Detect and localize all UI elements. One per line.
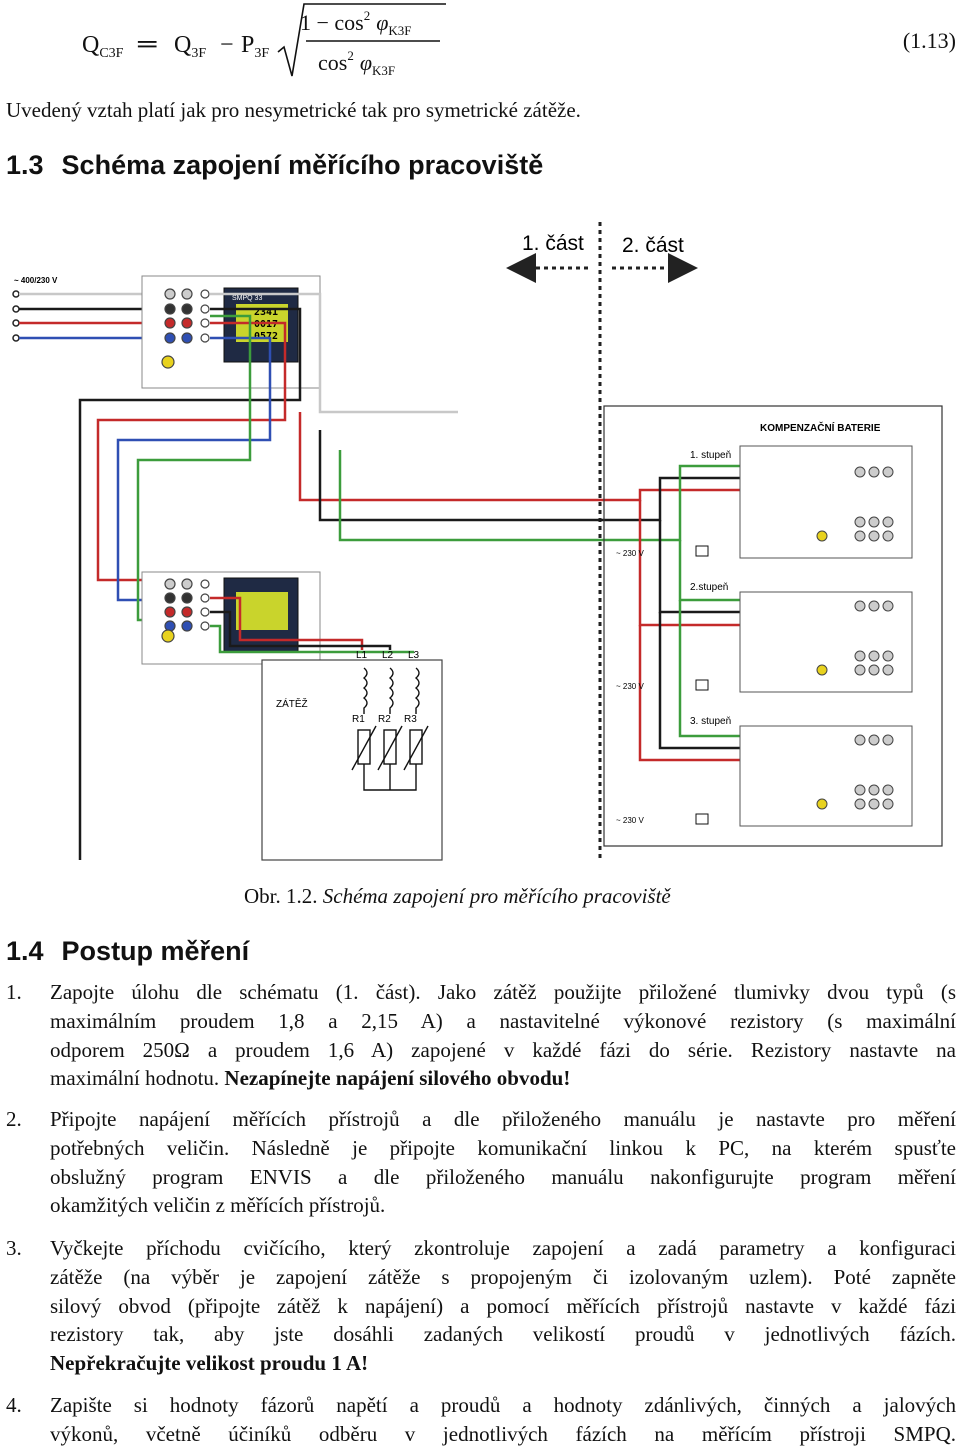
meter2-display — [236, 592, 288, 630]
eq-p3f: P3F — [241, 32, 269, 61]
caption-text: Schéma zapojení pro měřícího pracoviště — [322, 884, 671, 908]
eq-q3f: Q3F — [174, 32, 206, 61]
step-text: Vyčkejte příchodu cvičícího, který zkont… — [50, 1234, 956, 1378]
battery-title: KOMPENZAČNÍ BATERIE — [760, 421, 881, 434]
step-line: odporem 250Ω a proudem 1,6 A) zapojené v… — [50, 1037, 956, 1062]
part2-label: 2. část — [622, 234, 684, 257]
step-number: 3. — [6, 1236, 22, 1260]
inductor-L1-label: L1 — [356, 650, 368, 661]
section-title: Postup měření — [61, 936, 250, 966]
meter1-value-1: 2341 — [254, 307, 278, 318]
meter1-value-3: 0572 — [254, 331, 278, 342]
section-number: 1.3 — [6, 150, 44, 180]
eq-equals: ═ — [137, 29, 157, 58]
step-text: Připojte napájení měřících přístrojů a d… — [50, 1105, 956, 1220]
warning-text: Nezapínejte napájení silového obvodu! — [224, 1066, 571, 1091]
figure-caption: Obr. 1.2. Schéma zapojení pro měřícího p… — [244, 884, 671, 909]
step-number: 1. — [6, 980, 22, 1004]
wiring-diagram: 1. část 2. část ~ 400/230 V SMPQ 33 2341… — [12, 222, 943, 861]
step-1: 1. Zapojte úlohu dle schématu (1. část).… — [0, 978, 956, 1093]
step-line: obslužný program ENVIS a dle přiloženého… — [50, 1164, 956, 1189]
eq-lhs: QC3F — [82, 32, 124, 61]
battery-stage1: 1. stupeň ~ 230 V — [616, 445, 913, 559]
resistor-R3-label: R3 — [404, 714, 417, 725]
supply-label: ~ 400/230 V — [14, 276, 58, 285]
section-1-4-heading: 1.4 Postup měření — [6, 936, 249, 967]
step-number: 4. — [6, 1393, 22, 1417]
inductor-L2-label: L2 — [382, 650, 394, 661]
section-title: Schéma zapojení měřícího pracoviště — [61, 150, 544, 180]
step-line: Zapojte úlohu dle schématu (1. část). Ja… — [50, 980, 956, 1004]
meter2-terminals — [161, 578, 210, 643]
step-line: Vyčkejte příchodu cvičícího, který zkont… — [50, 1236, 956, 1260]
stage1-voltage: ~ 230 V — [616, 549, 644, 558]
step-line: zátěže (na výběr je zapojení zátěže s pr… — [50, 1264, 956, 1289]
step-line: Připojte napájení měřících přístrojů a d… — [50, 1107, 956, 1131]
stage3-label: 3. stupeň — [690, 716, 731, 727]
battery-stage3: 3. stupeň ~ 230 V — [616, 716, 913, 827]
battery-stage2: 2.stupeň ~ 230 V — [616, 582, 913, 693]
stage2-label: 2.stupeň — [690, 582, 728, 593]
battery-frame — [603, 405, 943, 847]
resistor-R1-label: R1 — [352, 714, 365, 725]
step-line: okamžitých veličin z měřících přístrojů. — [50, 1193, 386, 1218]
step-4: 4. Zapište si hodnoty fázorů napětí a pr… — [0, 1391, 956, 1449]
caption-prefix: Obr. 1.2. — [244, 884, 318, 908]
supply-terminals — [12, 290, 20, 342]
meter1-value-2: 0017 — [254, 319, 278, 330]
inductors — [362, 667, 420, 714]
section-1-3-heading: 1.3 Schéma zapojení měřícího pracoviště — [6, 150, 543, 181]
inductor-L3-label: L3 — [408, 650, 420, 661]
meter1-brand: SMPQ 33 — [232, 295, 262, 302]
step-3: 3. Vyčkejte příchodu cvičícího, který zk… — [0, 1234, 956, 1378]
step-line-plain: maximální hodnotu. — [50, 1066, 225, 1091]
intro-paragraph: Uvedený vztah platí jak pro nesymetrické… — [6, 98, 581, 122]
step-line: maximálním proudem 1,8 a 2,15 A) a nasta… — [50, 1008, 956, 1033]
step-number: 2. — [6, 1107, 22, 1131]
resistor-R2-label: R2 — [378, 714, 391, 725]
step-line: potřebných veličin. Následně je připojte… — [50, 1135, 956, 1160]
eq-minus: − — [220, 32, 234, 58]
stage3-voltage: ~ 230 V — [616, 816, 644, 825]
stage1-label: 1. stupeň — [690, 450, 731, 461]
step-line: výkonů, včetně účiníků odběru v jednotli… — [50, 1421, 956, 1446]
resistors — [351, 725, 429, 791]
stage2-voltage: ~ 230 V — [616, 682, 644, 691]
section-number: 1.4 — [6, 936, 44, 966]
part1-label: 1. část — [522, 232, 584, 255]
equation-number: (1.13) — [902, 28, 956, 53]
step-line: maximální hodnotu. Nezapínejte napájení … — [50, 1064, 956, 1093]
meter1-terminals — [161, 288, 210, 369]
sqrt-sign — [277, 3, 446, 77]
step-line: rezistory tak, aby jste dosáhli zadaných… — [50, 1322, 956, 1347]
step-2: 2. Připojte napájení měřících přístrojů … — [0, 1105, 956, 1220]
warning-text: Nepřekračujte velikost proudu 1 A! — [50, 1351, 369, 1376]
step-text: Zapište si hodnoty fázorů napětí a proud… — [50, 1391, 956, 1449]
load-title: ZÁTĚŽ — [276, 697, 308, 710]
step-text: Zapojte úlohu dle schématu (1. část). Ja… — [50, 978, 956, 1093]
step-line: Zapište si hodnoty fázorů napětí a proud… — [50, 1393, 956, 1417]
step-line: silový obvod (připojte zátěž k napájení)… — [50, 1293, 956, 1318]
